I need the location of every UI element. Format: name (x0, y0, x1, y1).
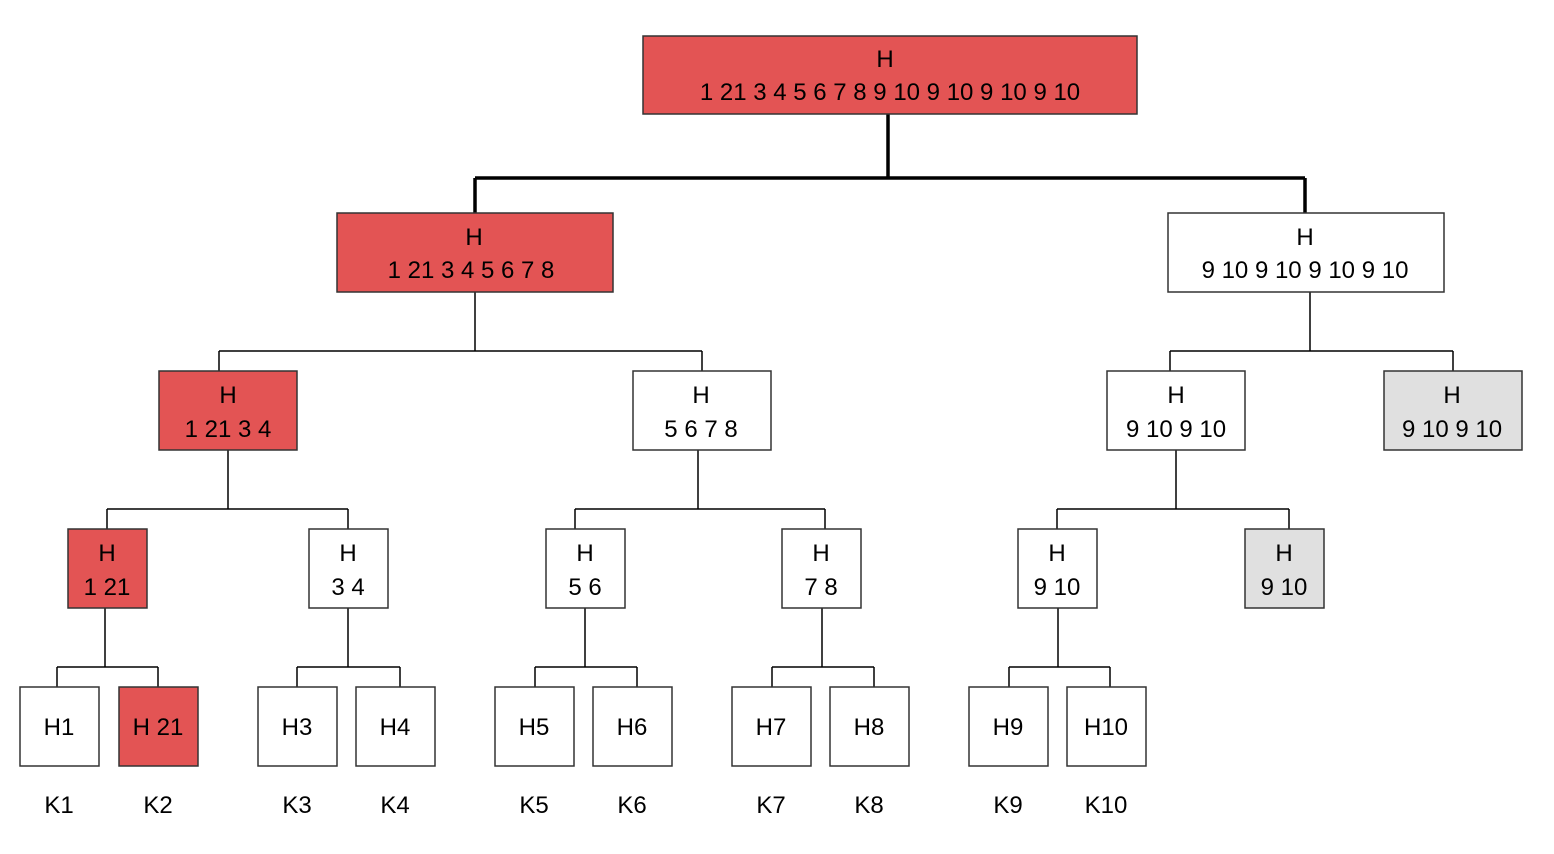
leaf-node: H5 K5 (494, 686, 575, 819)
node-title: H (1296, 224, 1313, 251)
l2-c-connector (1056, 450, 1290, 529)
leaf-node: H8 K8 (829, 686, 910, 819)
leaf-key: K2 (143, 792, 172, 819)
l1-right-connector (1169, 292, 1454, 371)
node-title: H (876, 46, 893, 73)
node-title: H (465, 224, 482, 251)
node-values: 5 6 7 8 (664, 416, 737, 443)
leaf-node: H10 K10 (1066, 686, 1147, 819)
tree-node-l1-right: H 9 10 9 10 9 10 9 10 (1167, 212, 1445, 293)
node-title: H (576, 540, 593, 567)
node-values: 9 10 9 10 (1126, 416, 1226, 443)
node-values: 9 10 9 10 9 10 9 10 (1202, 257, 1409, 284)
node-values: 1 21 3 4 5 6 7 8 9 10 9 10 9 10 9 10 (700, 79, 1080, 106)
node-values: 3 4 (331, 574, 364, 601)
node-title: H (1167, 382, 1184, 409)
l3-b-connector (296, 608, 401, 687)
leaf-key: K7 (756, 792, 785, 819)
node-title: H (1443, 382, 1460, 409)
leaf-node: H7 K7 (731, 686, 812, 819)
leaf-label: H3 (282, 714, 313, 741)
tree-node-l3-b: H 3 4 (308, 528, 389, 609)
node-title: H (219, 382, 236, 409)
node-values: 7 8 (804, 574, 837, 601)
l3-d-connector (771, 608, 875, 687)
leaf-key: K8 (854, 792, 883, 819)
node-title: H (339, 540, 356, 567)
leaf-key: K6 (617, 792, 646, 819)
tree-node-root: H 1 21 3 4 5 6 7 8 9 10 9 10 9 10 9 10 (642, 35, 1138, 115)
node-values: 9 10 (1034, 574, 1081, 601)
tree-node-l3-f: H 9 10 (1244, 528, 1325, 609)
tree-node-l2-a: H 1 21 3 4 (158, 370, 298, 451)
leaf-node: H4 K4 (355, 686, 436, 819)
leaf-key: K1 (44, 792, 73, 819)
node-values: 9 10 (1261, 574, 1308, 601)
tree-node-l3-d: H 7 8 (781, 528, 862, 609)
tree-node-l2-d: H 9 10 9 10 (1383, 370, 1523, 451)
leaf-node: H9 K9 (968, 686, 1049, 819)
leaf-label: H8 (854, 714, 885, 741)
tree-node-l2-b: H 5 6 7 8 (632, 370, 772, 451)
l3-e-connector (1008, 608, 1111, 687)
root-connector (473, 114, 1307, 213)
l2-b-connector (574, 450, 826, 529)
leaf-node: H3 K3 (257, 686, 338, 819)
leaf-key: K10 (1085, 792, 1128, 819)
leaf-label: H4 (380, 714, 411, 741)
tree-node-l3-e: H 9 10 (1017, 528, 1098, 609)
leaf-key: K4 (380, 792, 409, 819)
node-values: 1 21 (84, 574, 131, 601)
node-title: H (1048, 540, 1065, 567)
tree-node-l3-c: H 5 6 (545, 528, 626, 609)
leaf-key: K9 (993, 792, 1022, 819)
tree-node-l3-a: H 1 21 (67, 528, 148, 609)
leaf-label: H5 (519, 714, 550, 741)
tree-node-l2-c: H 9 10 9 10 (1106, 370, 1246, 451)
tree-node-l1-left: H 1 21 3 4 5 6 7 8 (336, 212, 614, 293)
connectors (56, 114, 1454, 687)
node-values: 1 21 3 4 (185, 416, 272, 443)
leaf-label: H7 (756, 714, 787, 741)
leaf-label: H1 (44, 714, 75, 741)
leaf-key: K5 (519, 792, 548, 819)
leaf-label: H9 (993, 714, 1024, 741)
node-values: 1 21 3 4 5 6 7 8 (388, 257, 555, 284)
leaf-node: H 21 K2 (118, 686, 199, 819)
l3-c-connector (534, 608, 638, 687)
leaf-key: K3 (282, 792, 311, 819)
node-title: H (98, 540, 115, 567)
leaf-node: H6 K6 (592, 686, 673, 819)
leaf-label: H6 (617, 714, 648, 741)
leaf-label: H 21 (133, 714, 184, 741)
l3-a-connector (56, 608, 159, 687)
node-values: 5 6 (568, 574, 601, 601)
node-title: H (1275, 540, 1292, 567)
internal-nodes: H 1 21 3 4 5 6 7 8 9 10 9 10 9 10 9 10 H… (67, 35, 1523, 609)
leaf-label: H10 (1084, 714, 1128, 741)
l2-a-connector (106, 450, 349, 529)
leaf-nodes: H1 K1 H 21 K2 H3 K3 H4 K4 H5 K5 H6 K6 (19, 686, 1147, 819)
leaf-node: H1 K1 (19, 686, 100, 819)
node-title: H (812, 540, 829, 567)
l1-left-connector (218, 292, 703, 371)
node-title: H (692, 382, 709, 409)
node-values: 9 10 9 10 (1402, 416, 1502, 443)
